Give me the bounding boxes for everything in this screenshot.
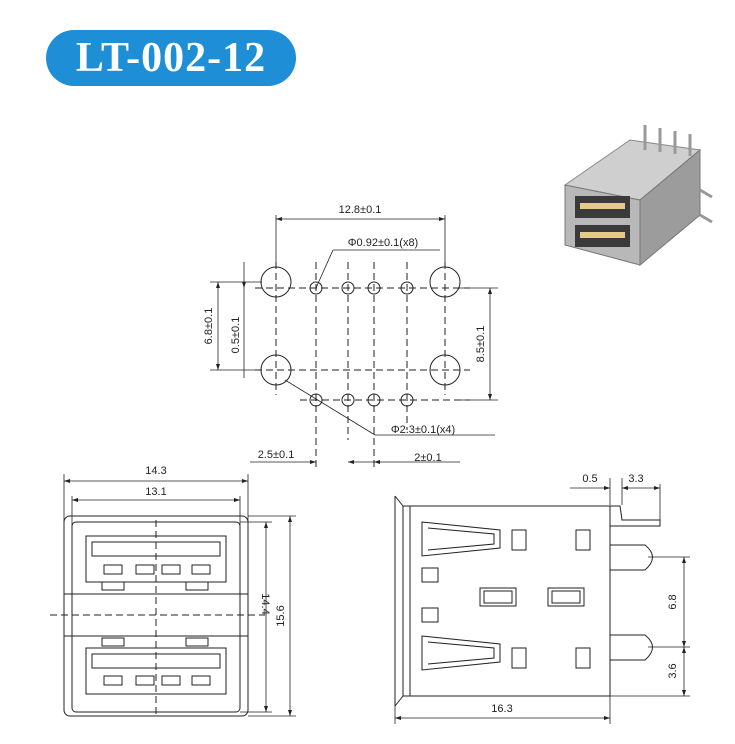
dim-pitch-2: 2±0.1 <box>414 452 441 464</box>
dim-large-holes: Φ2.3±0.1(x4) <box>391 424 455 436</box>
dim-side-top-b: 3.3 <box>628 473 643 485</box>
dim-pcb-width: 12.8±0.1 <box>339 204 382 216</box>
dim-pitch-25: 2.5±0.1 <box>258 449 295 461</box>
title-badge: LT-002-12 <box>46 30 296 86</box>
dim-pcb-height-right: 8.5±0.1 <box>475 326 487 363</box>
dim-front-outer-width: 14.3 <box>145 465 166 477</box>
dim-side-length: 16.3 <box>491 703 512 715</box>
dim-side-pin-bottom: 3.6 <box>667 663 679 678</box>
dim-side-pin-spacing: 6.8 <box>667 594 679 609</box>
front-view: 14.3 13.1 <box>50 465 296 717</box>
dim-pcb-offset-left: 0.5±0.1 <box>230 317 242 354</box>
dim-small-holes: Φ0.92±0.1(x8) <box>348 237 418 249</box>
part-number-title: LT-002-12 <box>75 35 267 81</box>
dim-front-inner-width: 13.1 <box>145 486 166 498</box>
product-photo <box>563 125 713 267</box>
dim-front-inner-height: 14.4 <box>259 593 271 614</box>
dim-front-outer-height: 15.6 <box>275 605 287 626</box>
pcb-footprint: 12.8±0.1 Φ0.92±0.1(x8) <box>203 204 498 470</box>
dim-side-top-a: 0.5 <box>582 473 597 485</box>
dim-pcb-height-left: 6.8±0.1 <box>203 308 215 345</box>
side-view: 0.5 3.3 6.8 <box>394 473 690 724</box>
